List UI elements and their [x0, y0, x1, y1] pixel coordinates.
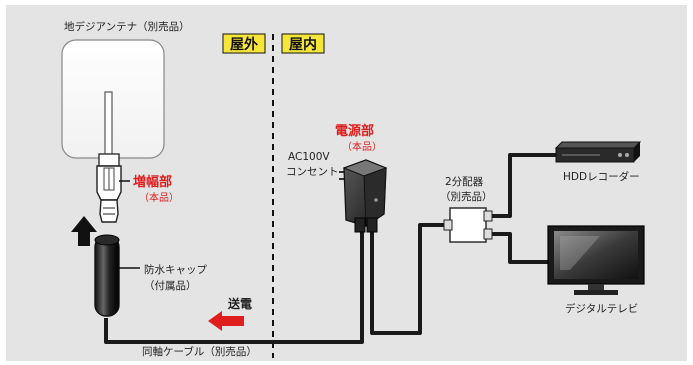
waterproof-cap: [94, 234, 140, 317]
antenna-panel: [61, 39, 165, 159]
hdd-label: HDDレコーダー: [563, 170, 640, 183]
splitter: [443, 207, 493, 243]
cap-label-line2: （付属品）: [144, 279, 197, 292]
outdoor-badge: [222, 33, 266, 54]
antenna-mast: [104, 91, 113, 159]
coax-cable-to-splitter: [370, 223, 448, 335]
cable-label: 同軸ケーブル（別売品）: [142, 345, 257, 358]
cable-to-tv: [486, 232, 548, 264]
power-sub-label: （本品）: [342, 140, 382, 153]
up-arrow-icon: [71, 216, 97, 246]
antenna: [61, 39, 165, 159]
television: [547, 225, 645, 295]
amplifier-unit: [96, 153, 130, 223]
cap-label-line1: 防水キャップ: [144, 263, 207, 276]
coax-cable-main: [104, 232, 364, 344]
power-unit: [339, 159, 388, 233]
splitter-label-line1: 2分配器: [445, 176, 484, 188]
antenna-label: 地デジアンテナ（別売品）: [64, 20, 190, 33]
tv-label: デジタルテレビ: [565, 302, 638, 315]
amp-label: 増幅部: [133, 174, 172, 190]
coax-cables: [104, 153, 556, 344]
indoor-badge: [281, 33, 325, 54]
indoor-label: 屋内: [289, 36, 317, 53]
cable-to-hdd: [486, 153, 556, 218]
ac-label-line2: コンセント: [286, 166, 339, 178]
ac-label-line1: AC100V: [288, 151, 330, 163]
power-label: 電源部: [335, 123, 374, 139]
splitter-label-line2: （別売品）: [440, 190, 493, 203]
outdoor-label: 屋外: [230, 36, 258, 53]
send-label: 送電: [227, 296, 252, 311]
amp-sub-label: （本品）: [139, 191, 179, 204]
hdd-recorder: [554, 141, 642, 163]
left-arrow-icon: [208, 311, 244, 331]
